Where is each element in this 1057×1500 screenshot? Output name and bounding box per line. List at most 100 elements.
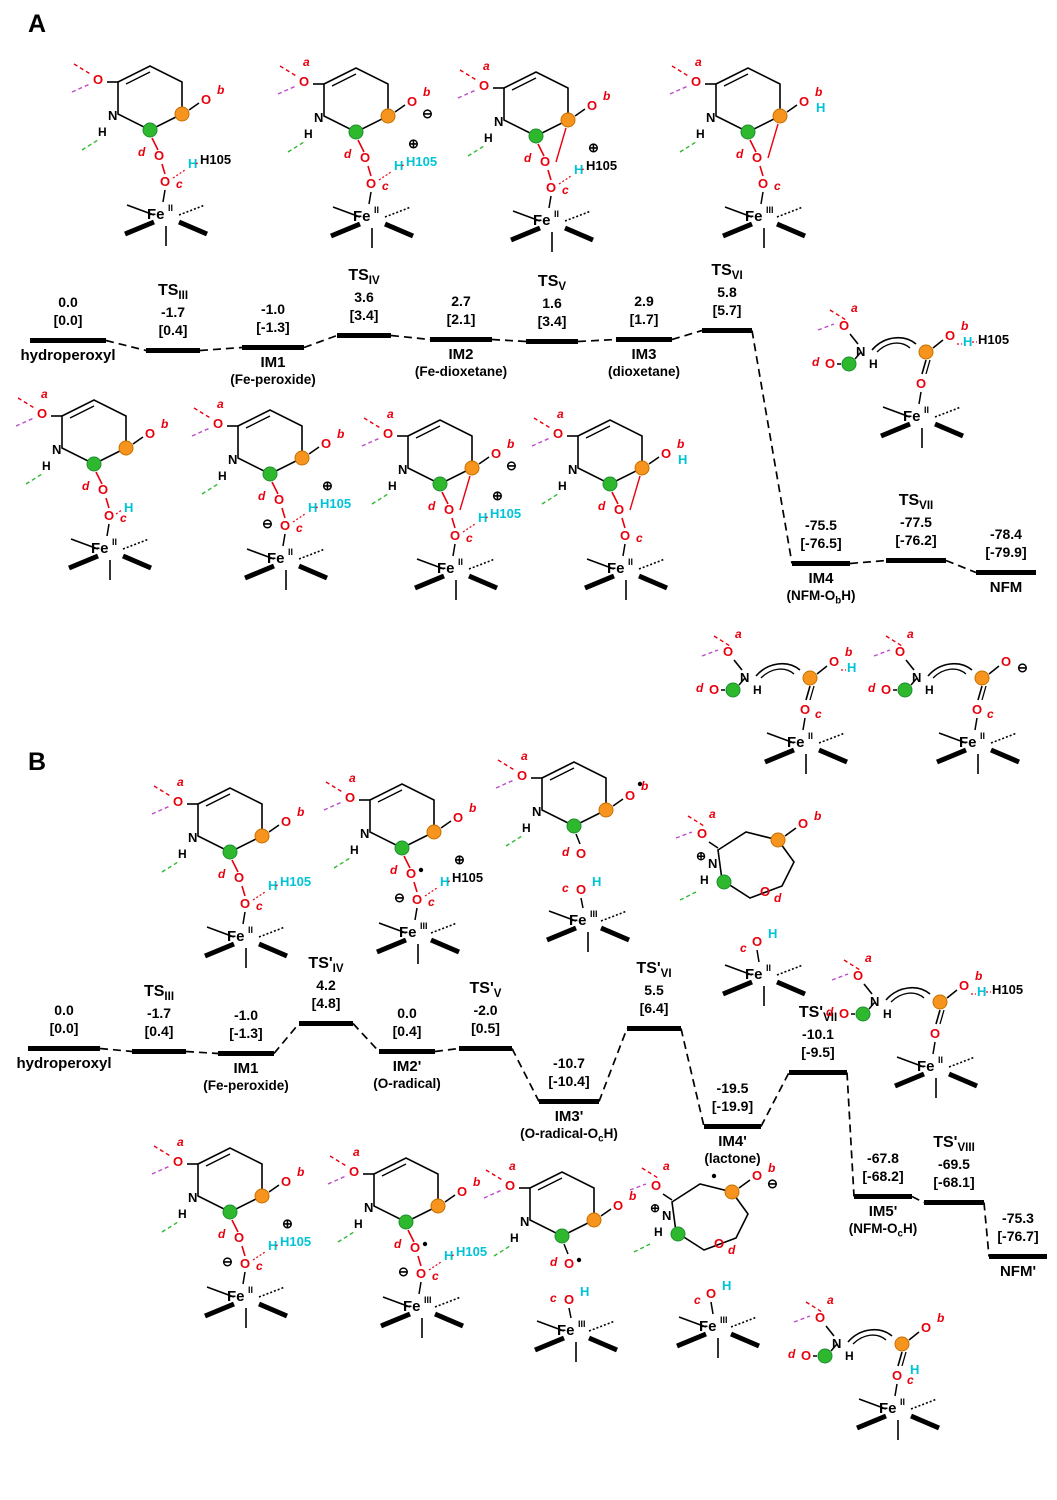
svg-text:H: H — [580, 1284, 589, 1299]
svg-text:N: N — [832, 1336, 841, 1351]
svg-text:H: H — [178, 1207, 187, 1221]
svg-text:b: b — [937, 1311, 944, 1325]
svg-text:b: b — [507, 437, 514, 451]
level-A-TS-IV-label: TSIV — [348, 267, 380, 288]
svg-text:a: a — [557, 407, 564, 421]
level-bar-A-IM4 — [792, 561, 850, 566]
svg-text:Fe: Fe — [959, 734, 977, 751]
svg-text:⊖: ⊖ — [422, 106, 433, 121]
svg-text:N: N — [870, 994, 879, 1009]
svg-text:Fe: Fe — [437, 560, 455, 577]
svg-text:O: O — [697, 826, 707, 841]
svg-text:d: d — [868, 681, 876, 695]
svg-text:II: II — [288, 547, 293, 557]
level-A-TS-III-energy-bracket: [0.4] — [158, 322, 188, 338]
svg-text:O: O — [281, 1174, 291, 1189]
svg-text:c: c — [432, 1269, 439, 1283]
svg-text:II: II — [168, 203, 173, 213]
svg-text:a: a — [695, 55, 702, 69]
svg-text:N: N — [398, 462, 407, 477]
level-B-TS-III-energy-bracket: [0.4] — [144, 1023, 174, 1039]
svg-text:H: H — [478, 510, 487, 525]
level-A-IM3-energy: 2.9 — [634, 293, 654, 309]
level-A-IM2-label: IM2 — [448, 346, 474, 363]
svg-text:H105: H105 — [320, 496, 351, 511]
svg-text:a: a — [865, 951, 872, 965]
svg-text:II: II — [458, 557, 463, 567]
svg-text:H: H — [678, 452, 687, 467]
svg-text:H: H — [440, 874, 449, 889]
svg-text:II: II — [766, 963, 771, 973]
svg-text:O: O — [98, 482, 108, 497]
svg-text:H: H — [816, 100, 825, 115]
level-bar-B-IM1 — [218, 1051, 274, 1056]
svg-text:⊕: ⊕ — [282, 1216, 293, 1231]
level-B-TS'-V-energy-bracket: [0.5] — [471, 1020, 500, 1036]
level-A-IM1-label: IM1 — [260, 354, 286, 371]
svg-text:c: c — [382, 179, 389, 193]
svg-text:O: O — [240, 896, 250, 911]
level-bar-A-TS-VI — [702, 328, 752, 333]
svg-text:d: d — [258, 489, 266, 503]
level-A-IM1-energy-bracket: [-1.3] — [256, 319, 290, 335]
svg-text:O: O — [491, 446, 501, 461]
svg-text:O: O — [576, 846, 586, 861]
svg-text:Fe: Fe — [745, 208, 763, 225]
svg-text:d: d — [524, 151, 532, 165]
level-bar-A-IM1 — [242, 345, 304, 350]
level-bar-A-IM3 — [616, 337, 672, 342]
level-B-IM4'-sublabel: (lactone) — [704, 1151, 761, 1166]
svg-text:H: H — [845, 1349, 854, 1363]
level-B-TS'-VIII-label: TS'VIII — [933, 1134, 975, 1155]
svg-text:b: b — [814, 809, 821, 823]
svg-text:⊖: ⊖ — [398, 1264, 409, 1279]
svg-text:a: a — [177, 775, 184, 789]
connector-B-IM2'-TS'-V — [434, 1047, 460, 1053]
level-B-TS'-V-label: TS'V — [469, 980, 502, 1001]
connector-A-IM2-TS-V — [491, 338, 527, 343]
level-B-IM4'-label: IM4' — [718, 1133, 747, 1150]
svg-text:O: O — [709, 682, 719, 697]
svg-text:O: O — [651, 1178, 661, 1193]
svg-text:H: H — [700, 873, 709, 887]
svg-text:O: O — [829, 654, 839, 669]
svg-text:N: N — [708, 856, 717, 871]
level-A-IM4-sublabel: (NFM-ObH) — [786, 588, 856, 607]
svg-text:c: c — [428, 895, 435, 909]
level-bar-A-TS-III — [146, 348, 200, 353]
svg-text:O: O — [881, 682, 891, 697]
svg-text:O: O — [360, 150, 370, 165]
svg-text:II: II — [924, 405, 929, 415]
svg-text:O: O — [620, 528, 630, 543]
svg-text:N: N — [856, 344, 865, 359]
svg-text:O: O — [299, 74, 309, 89]
svg-text:b: b — [961, 319, 968, 333]
level-B-hydroperoxyl-label: hydroperoxyl — [16, 1055, 112, 1072]
svg-text:N: N — [188, 830, 197, 845]
svg-text:O: O — [853, 968, 863, 983]
svg-text:a: a — [303, 55, 310, 69]
svg-text:Fe: Fe — [147, 206, 165, 223]
svg-text:d: d — [138, 145, 146, 159]
svg-text:O: O — [576, 882, 586, 897]
svg-text:H105: H105 — [978, 332, 1009, 347]
svg-text:⊖: ⊖ — [767, 1176, 778, 1191]
svg-text:H: H — [42, 459, 51, 473]
level-A-TS-V-energy: 1.6 — [542, 295, 562, 311]
svg-text:b: b — [469, 801, 476, 815]
level-B-IM5'-energy: -67.8 — [867, 1150, 899, 1166]
svg-text:a: a — [387, 407, 394, 421]
svg-text:N: N — [662, 1208, 671, 1223]
svg-text:H: H — [354, 1217, 363, 1231]
level-B-TS-III-energy: -1.7 — [146, 1005, 172, 1021]
svg-text:d: d — [218, 867, 226, 881]
svg-text:H: H — [722, 1278, 731, 1293]
level-B-IM4'-energy: -19.5 — [716, 1080, 749, 1096]
panel-b-label: B — [28, 748, 47, 776]
level-B-TS'-VII-energy-bracket: [-9.5] — [801, 1044, 835, 1060]
